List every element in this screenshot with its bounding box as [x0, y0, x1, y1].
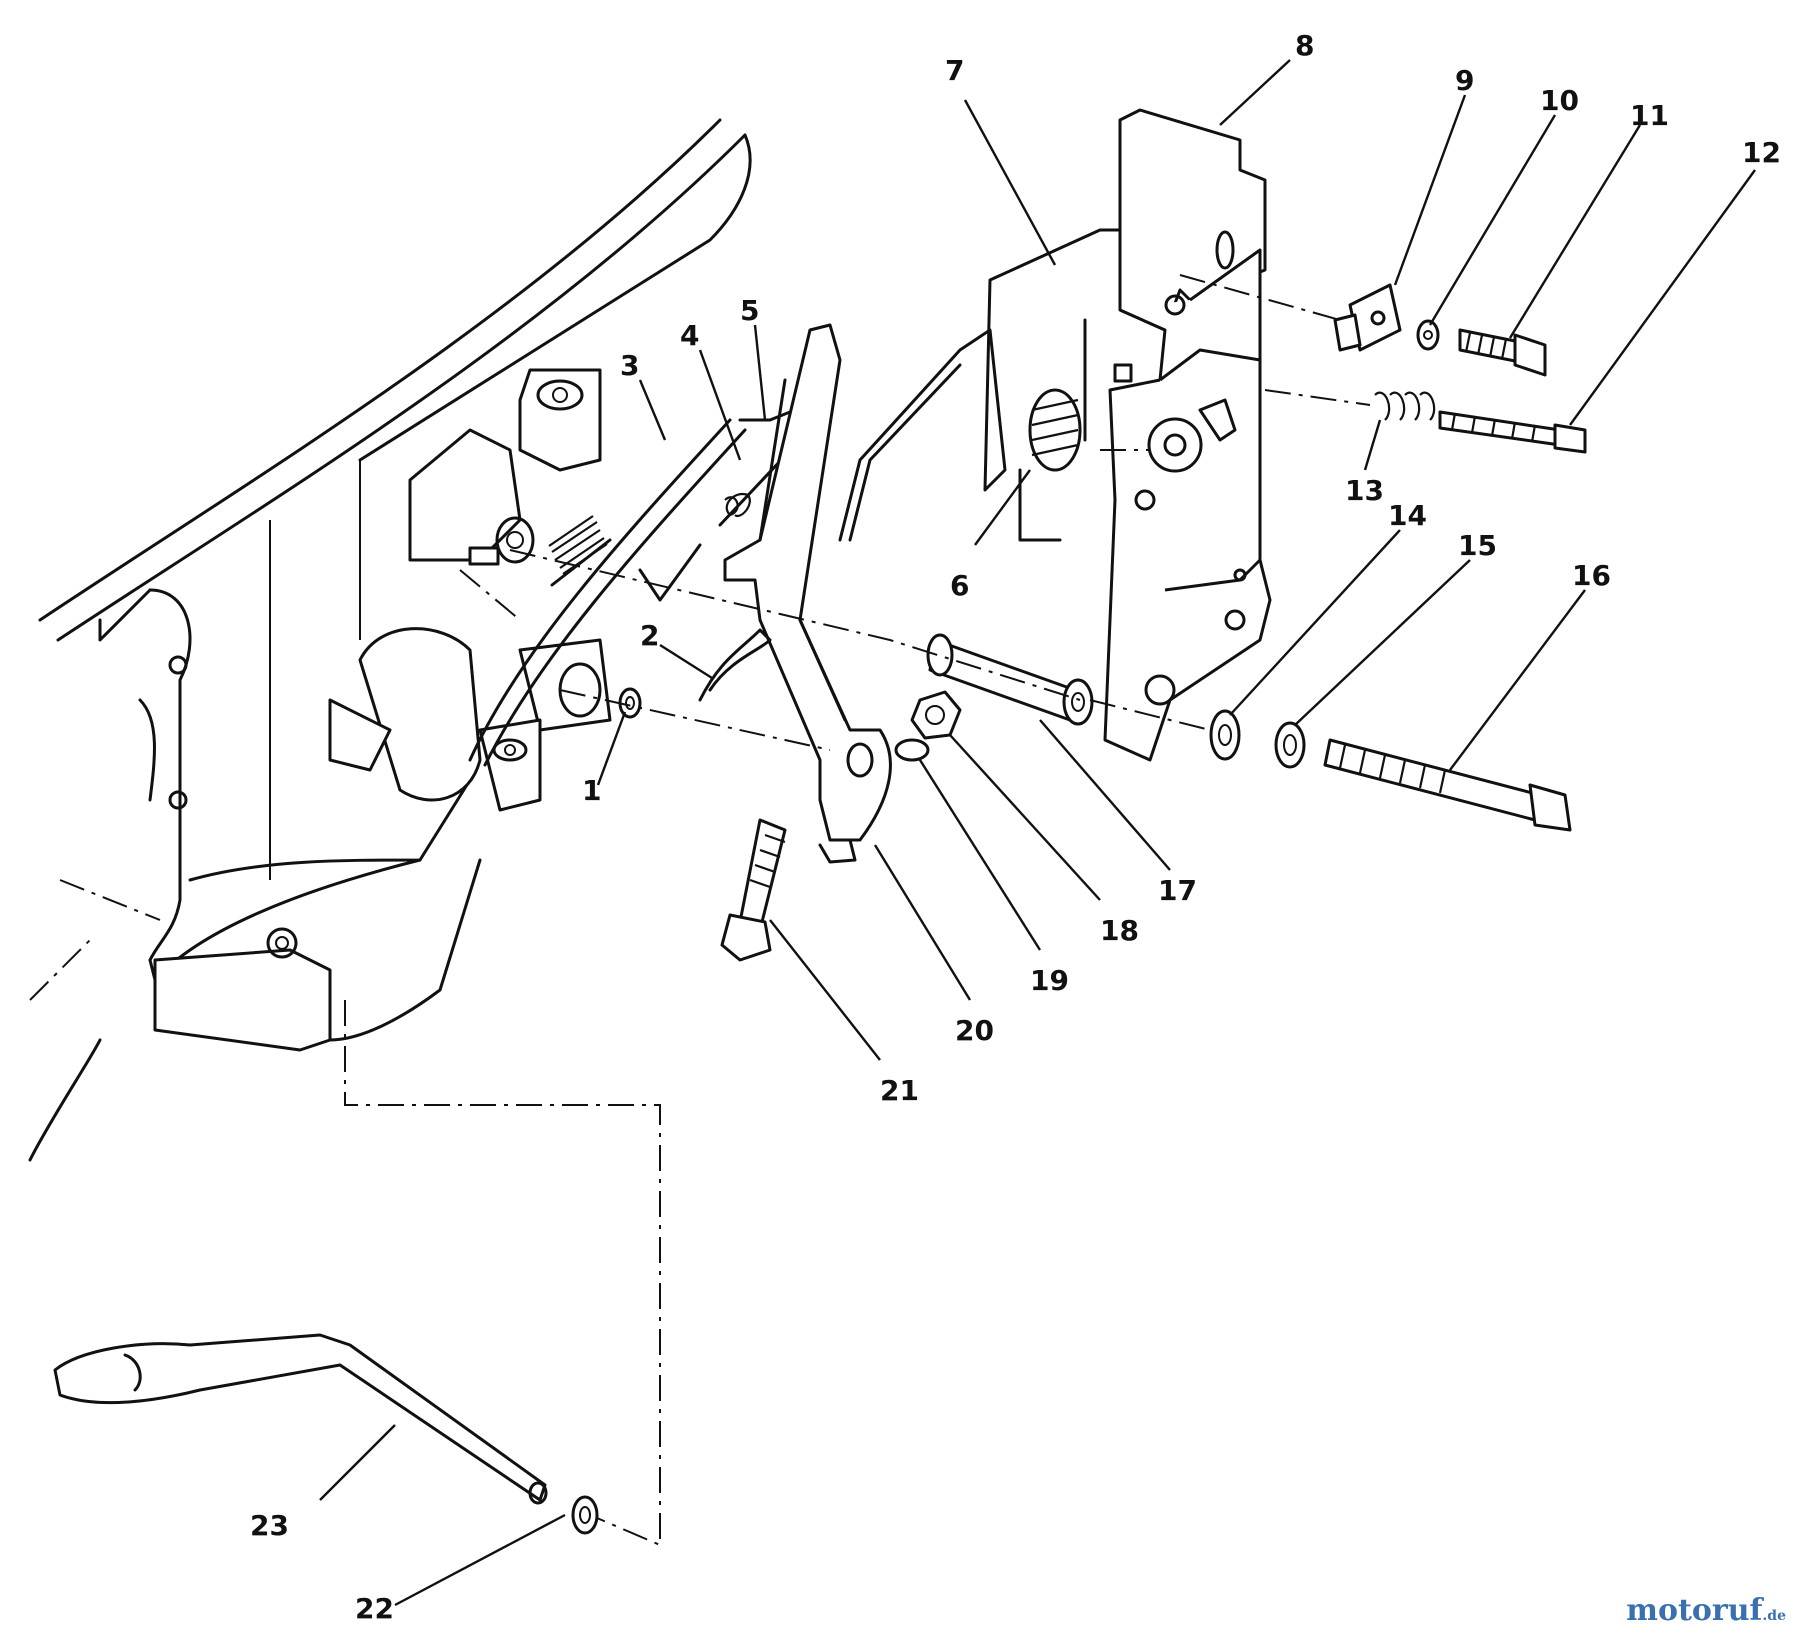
- watermark-logo: motoruf.de: [1626, 1593, 1786, 1628]
- callout-14: 14: [1388, 499, 1427, 532]
- washer-19: [894, 738, 930, 762]
- governor-rod: [468, 418, 732, 762]
- callout-6: 6: [950, 569, 969, 602]
- callout-18: 18: [1100, 914, 1139, 947]
- throttle-lever: [723, 323, 892, 864]
- callout-3: 3: [620, 349, 639, 382]
- callout-labels: 1 2 3 4 5 6 7 8 9 10 11 12 13 14 15 16 1…: [250, 29, 1781, 1625]
- nut-18: [910, 690, 962, 740]
- cotter-pin: [698, 628, 772, 702]
- callout-11: 11: [1630, 99, 1669, 132]
- bolt-21: [720, 818, 787, 962]
- engine-housing: [28, 118, 752, 1162]
- spacer-17: [926, 633, 1094, 726]
- watermark-text: motoruf: [1626, 1593, 1763, 1628]
- callout-23: 23: [250, 1509, 289, 1542]
- callout-2: 2: [640, 619, 659, 652]
- washer-14: [1209, 709, 1241, 761]
- leader-lines: [319, 59, 1756, 1607]
- callout-21: 21: [880, 1074, 919, 1107]
- screw-12: [1438, 410, 1587, 454]
- callout-10: 10: [1540, 84, 1579, 117]
- control-bracket: [1103, 108, 1272, 762]
- bolt-16: [1323, 738, 1572, 832]
- callout-19: 19: [1030, 964, 1069, 997]
- washer-22: [571, 1495, 599, 1535]
- callout-16: 16: [1572, 559, 1611, 592]
- watermark-suffix: .de: [1762, 1608, 1786, 1624]
- callout-5: 5: [740, 294, 759, 327]
- callout-17: 17: [1158, 874, 1197, 907]
- handle-lever-23: [53, 1333, 548, 1505]
- callout-7: 7: [945, 54, 964, 87]
- callout-22: 22: [355, 1592, 394, 1625]
- callout-8: 8: [1295, 29, 1314, 62]
- choke-wire: [838, 228, 1127, 542]
- spring-13: [1374, 391, 1436, 421]
- washer-10: [1416, 319, 1440, 351]
- screw-11: [1458, 328, 1547, 377]
- callout-9: 9: [1455, 64, 1474, 97]
- callout-20: 20: [955, 1014, 994, 1047]
- callout-15: 15: [1458, 529, 1497, 562]
- callout-1: 1: [582, 774, 601, 807]
- lockwasher-15: [1274, 721, 1306, 769]
- callout-12: 12: [1742, 136, 1781, 169]
- callout-13: 13: [1345, 474, 1384, 507]
- callout-4: 4: [680, 319, 699, 352]
